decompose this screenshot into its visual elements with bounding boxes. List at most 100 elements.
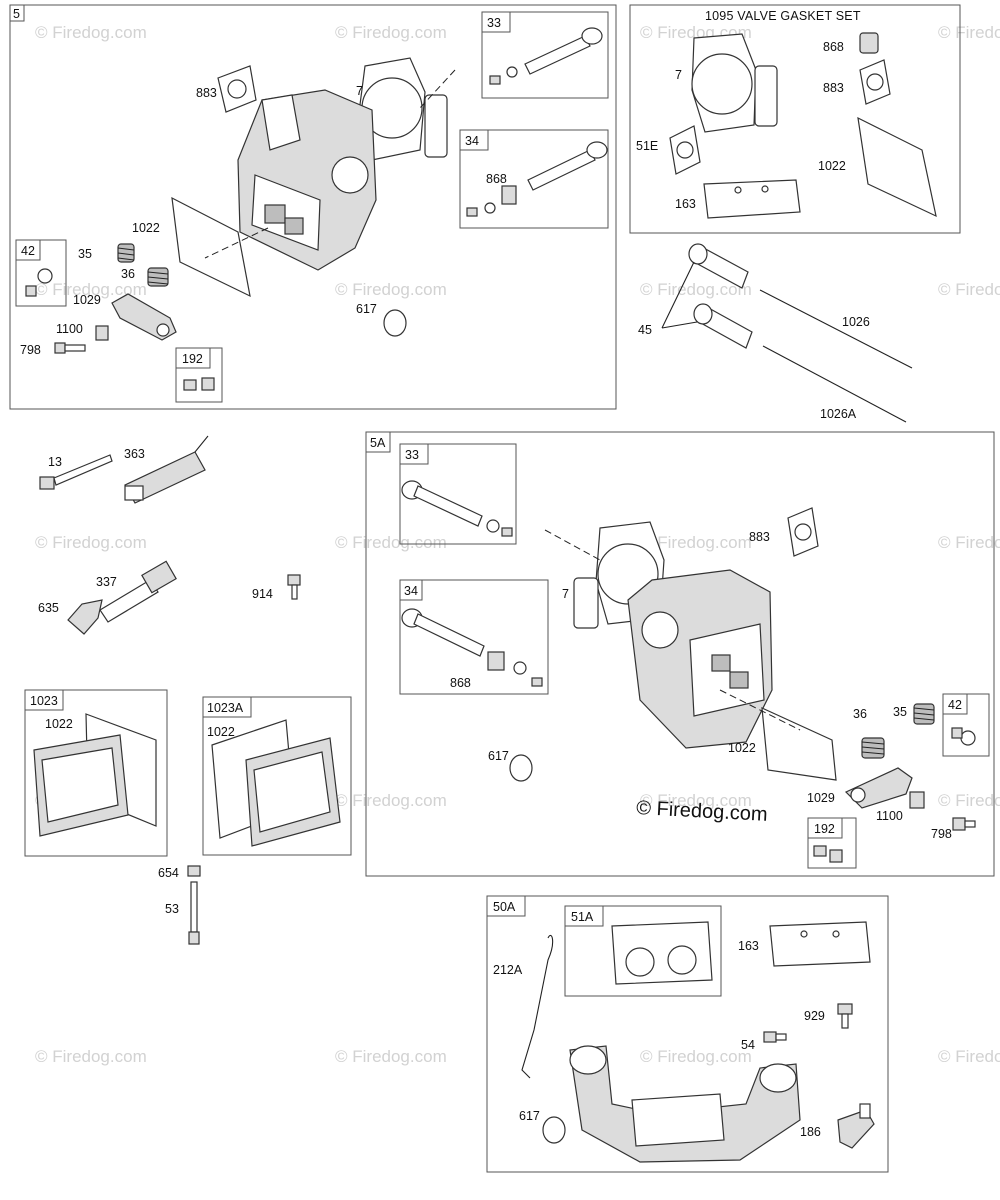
section-frame	[629, 4, 961, 234]
exhaust-valve	[413, 613, 485, 657]
gasket-port	[667, 945, 697, 975]
seal-keeper	[25, 285, 37, 297]
seal-washer	[960, 730, 976, 746]
part-label: 1022	[207, 725, 235, 739]
watermark: © Firedog.com	[640, 280, 752, 299]
section-frame	[365, 431, 995, 877]
rocker-pivot	[156, 323, 170, 337]
part-label: 54	[741, 1038, 755, 1052]
part-label: 798	[931, 827, 952, 841]
watermark: © Firedog.com	[335, 280, 447, 299]
pushrod-guide	[95, 325, 109, 341]
gasket-port	[866, 73, 884, 91]
assembly-line	[719, 689, 801, 731]
section-id: 5	[13, 7, 20, 21]
pushrod	[762, 345, 907, 423]
intake-manifold	[569, 1045, 801, 1163]
gasket-hole	[734, 186, 742, 194]
spark-plug-boot	[67, 599, 103, 635]
box-id: 192	[814, 822, 835, 836]
valve-keeper	[466, 207, 478, 217]
assembly-line	[204, 227, 269, 259]
part-label: 45	[638, 323, 652, 337]
watermark: © Firedog.com	[35, 1047, 147, 1066]
pushrod-gasket	[573, 577, 599, 629]
part-label: 36	[853, 707, 867, 721]
o-ring	[542, 1116, 566, 1144]
pushrod-guide	[909, 791, 925, 809]
watermark: © Firedog.com	[938, 1047, 1000, 1066]
valve-cap	[859, 32, 879, 54]
gasket-hole	[761, 185, 769, 193]
gasket-port	[625, 947, 655, 977]
part-label: 868	[450, 676, 471, 690]
valve-retainer	[513, 661, 527, 675]
intake-gasket	[703, 179, 801, 219]
valve-head	[586, 141, 608, 159]
part-label: 883	[823, 81, 844, 95]
part-label: 1100	[876, 809, 903, 823]
section-frame	[486, 895, 889, 1173]
box-id: 1023	[30, 694, 58, 708]
box-id: 192	[182, 352, 203, 366]
valve-spring	[861, 737, 885, 759]
rocker-bolt	[952, 817, 976, 831]
watermark: © Firedog.com	[938, 533, 1000, 552]
part-label: 7	[356, 84, 363, 98]
part-label: 35	[893, 705, 907, 719]
watermark: © Firedog.com	[938, 280, 1000, 299]
watermark: © Firedog.com	[335, 533, 447, 552]
watermark: © Firedog.com	[335, 23, 447, 42]
part-label: 1022	[132, 221, 160, 235]
valve-keeper	[501, 527, 513, 537]
ignition-coil-bracket	[124, 435, 209, 504]
box-id: 34	[404, 584, 418, 598]
adjusting-nut	[183, 379, 197, 391]
section-id-box	[486, 895, 526, 917]
pushrod-gasket	[754, 65, 778, 127]
valve-head	[581, 27, 603, 45]
part-label: 929	[804, 1009, 825, 1023]
rocker-cover-face	[253, 751, 331, 833]
box-id: 42	[948, 698, 962, 712]
rocker-cover-face	[41, 747, 119, 823]
gasket-port	[794, 523, 812, 541]
cylinder-bore	[691, 53, 753, 115]
subassembly-box-1023: 1023 1022	[24, 689, 168, 857]
part-label: 7	[562, 587, 569, 601]
valve-retainer	[484, 202, 496, 214]
section-1095: 1095 VALVE GASKET SET 7 868 883 51E 1022…	[629, 4, 961, 234]
section-50a: 50A 51A	[486, 895, 889, 1173]
subassembly-box-33: 33	[481, 11, 609, 99]
watermark: © Firedog.com	[335, 791, 447, 810]
subassembly-box-51a: 51A	[564, 905, 722, 997]
valve-cap	[501, 185, 517, 205]
section-id-box	[365, 431, 391, 453]
subassembly-box-192: 192	[175, 347, 223, 403]
part-label: 1022	[728, 741, 756, 755]
part-label: 617	[356, 302, 377, 316]
part-label: 1022	[818, 159, 846, 173]
valve-spring	[913, 703, 935, 725]
o-ring	[509, 754, 533, 782]
rocker-cover-gasket	[761, 707, 837, 781]
box-id: 1023A	[207, 701, 244, 715]
screw	[837, 1003, 853, 1029]
valve-keeper	[531, 677, 543, 687]
part-label: 363	[124, 447, 145, 461]
o-ring	[383, 309, 407, 337]
part-label: 635	[38, 601, 59, 615]
section-id: 50A	[493, 900, 516, 914]
box-id: 34	[465, 134, 479, 148]
box-id: 42	[21, 244, 35, 258]
screw	[763, 1031, 787, 1043]
part-label: 1026	[842, 315, 870, 329]
box-id: 33	[405, 448, 419, 462]
part-label: 35	[78, 247, 92, 261]
section-frame	[9, 4, 617, 410]
rocker-pivot	[850, 787, 866, 803]
valve-spring	[117, 243, 135, 263]
section-id: 5A	[370, 436, 386, 450]
breather-tube	[187, 865, 201, 945]
subassembly-box-34: 34 868	[399, 579, 549, 695]
